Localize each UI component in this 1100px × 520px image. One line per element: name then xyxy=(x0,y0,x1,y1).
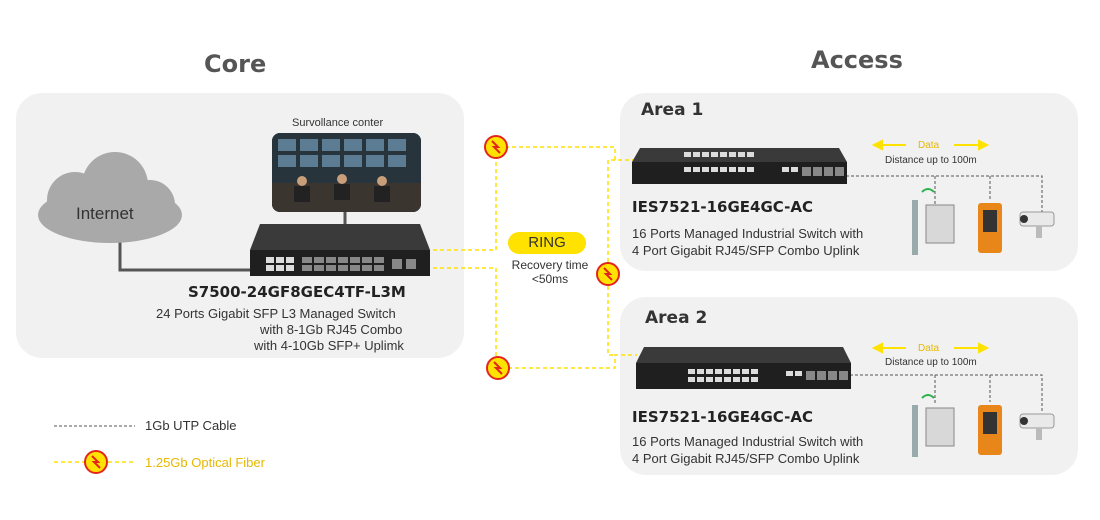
cctv-camera-icon xyxy=(1019,413,1055,440)
fiber-link-icon xyxy=(596,262,620,286)
core-title: Core xyxy=(204,50,267,78)
area2-title: Area 2 xyxy=(645,308,708,328)
internet-label: Internet xyxy=(76,204,134,223)
area1-switch xyxy=(632,148,847,184)
core-switch xyxy=(250,224,430,276)
recovery-line-2: <50ms xyxy=(531,272,569,286)
recovery-time: Recovery time <50ms xyxy=(490,258,610,286)
wireless-ap-icon xyxy=(912,394,955,457)
access-title: Access xyxy=(811,46,903,74)
area2-switch xyxy=(636,347,851,389)
core-switch-desc-2: with 8-1Gb RJ45 Combo xyxy=(260,322,403,337)
core-switch-model: S7500-24GF8GEC4TF-L3M xyxy=(188,283,406,301)
surveillance-caption: Survollance conter xyxy=(292,117,384,129)
recovery-line-1: Recovery time xyxy=(511,258,589,272)
fiber-link-icon xyxy=(484,135,508,159)
emergency-phone-icon xyxy=(978,203,1002,253)
area1-desc-1: 16 Ports Managed Industrial Switch with xyxy=(632,226,864,241)
ring-badge: RING xyxy=(508,232,586,254)
area2-data-label: Data xyxy=(918,343,940,354)
area1-model: IES7521-16GE4GC-AC xyxy=(632,198,813,216)
fiber-link-icon xyxy=(84,450,108,474)
legend-fiber-label: 1.25Gb Optical Fiber xyxy=(145,455,265,470)
area2-model: IES7521-16GE4GC-AC xyxy=(632,408,813,426)
area1-desc-2: 4 Port Gigabit RJ45/SFP Combo Uplink xyxy=(632,243,860,258)
cctv-camera-icon xyxy=(1019,211,1055,238)
area1-data-label: Data xyxy=(918,140,940,151)
area2-distance: Distance up to 100m xyxy=(885,357,977,368)
wireless-ap-icon xyxy=(912,188,955,255)
legend-utp-label: 1Gb UTP Cable xyxy=(145,418,237,433)
fiber-link-icon xyxy=(486,356,510,380)
area1-title: Area 1 xyxy=(641,100,704,120)
area2-desc-2: 4 Port Gigabit RJ45/SFP Combo Uplink xyxy=(632,451,860,466)
core-switch-desc-1: 24 Ports Gigabit SFP L3 Managed Switch xyxy=(156,306,396,321)
surveillance-center-photo xyxy=(272,133,421,212)
emergency-phone-icon xyxy=(978,405,1002,455)
area1-distance: Distance up to 100m xyxy=(885,155,977,166)
area2-desc-1: 16 Ports Managed Industrial Switch with xyxy=(632,434,864,449)
core-switch-desc-3: with 4-10Gb SFP+ Uplimk xyxy=(254,338,404,353)
